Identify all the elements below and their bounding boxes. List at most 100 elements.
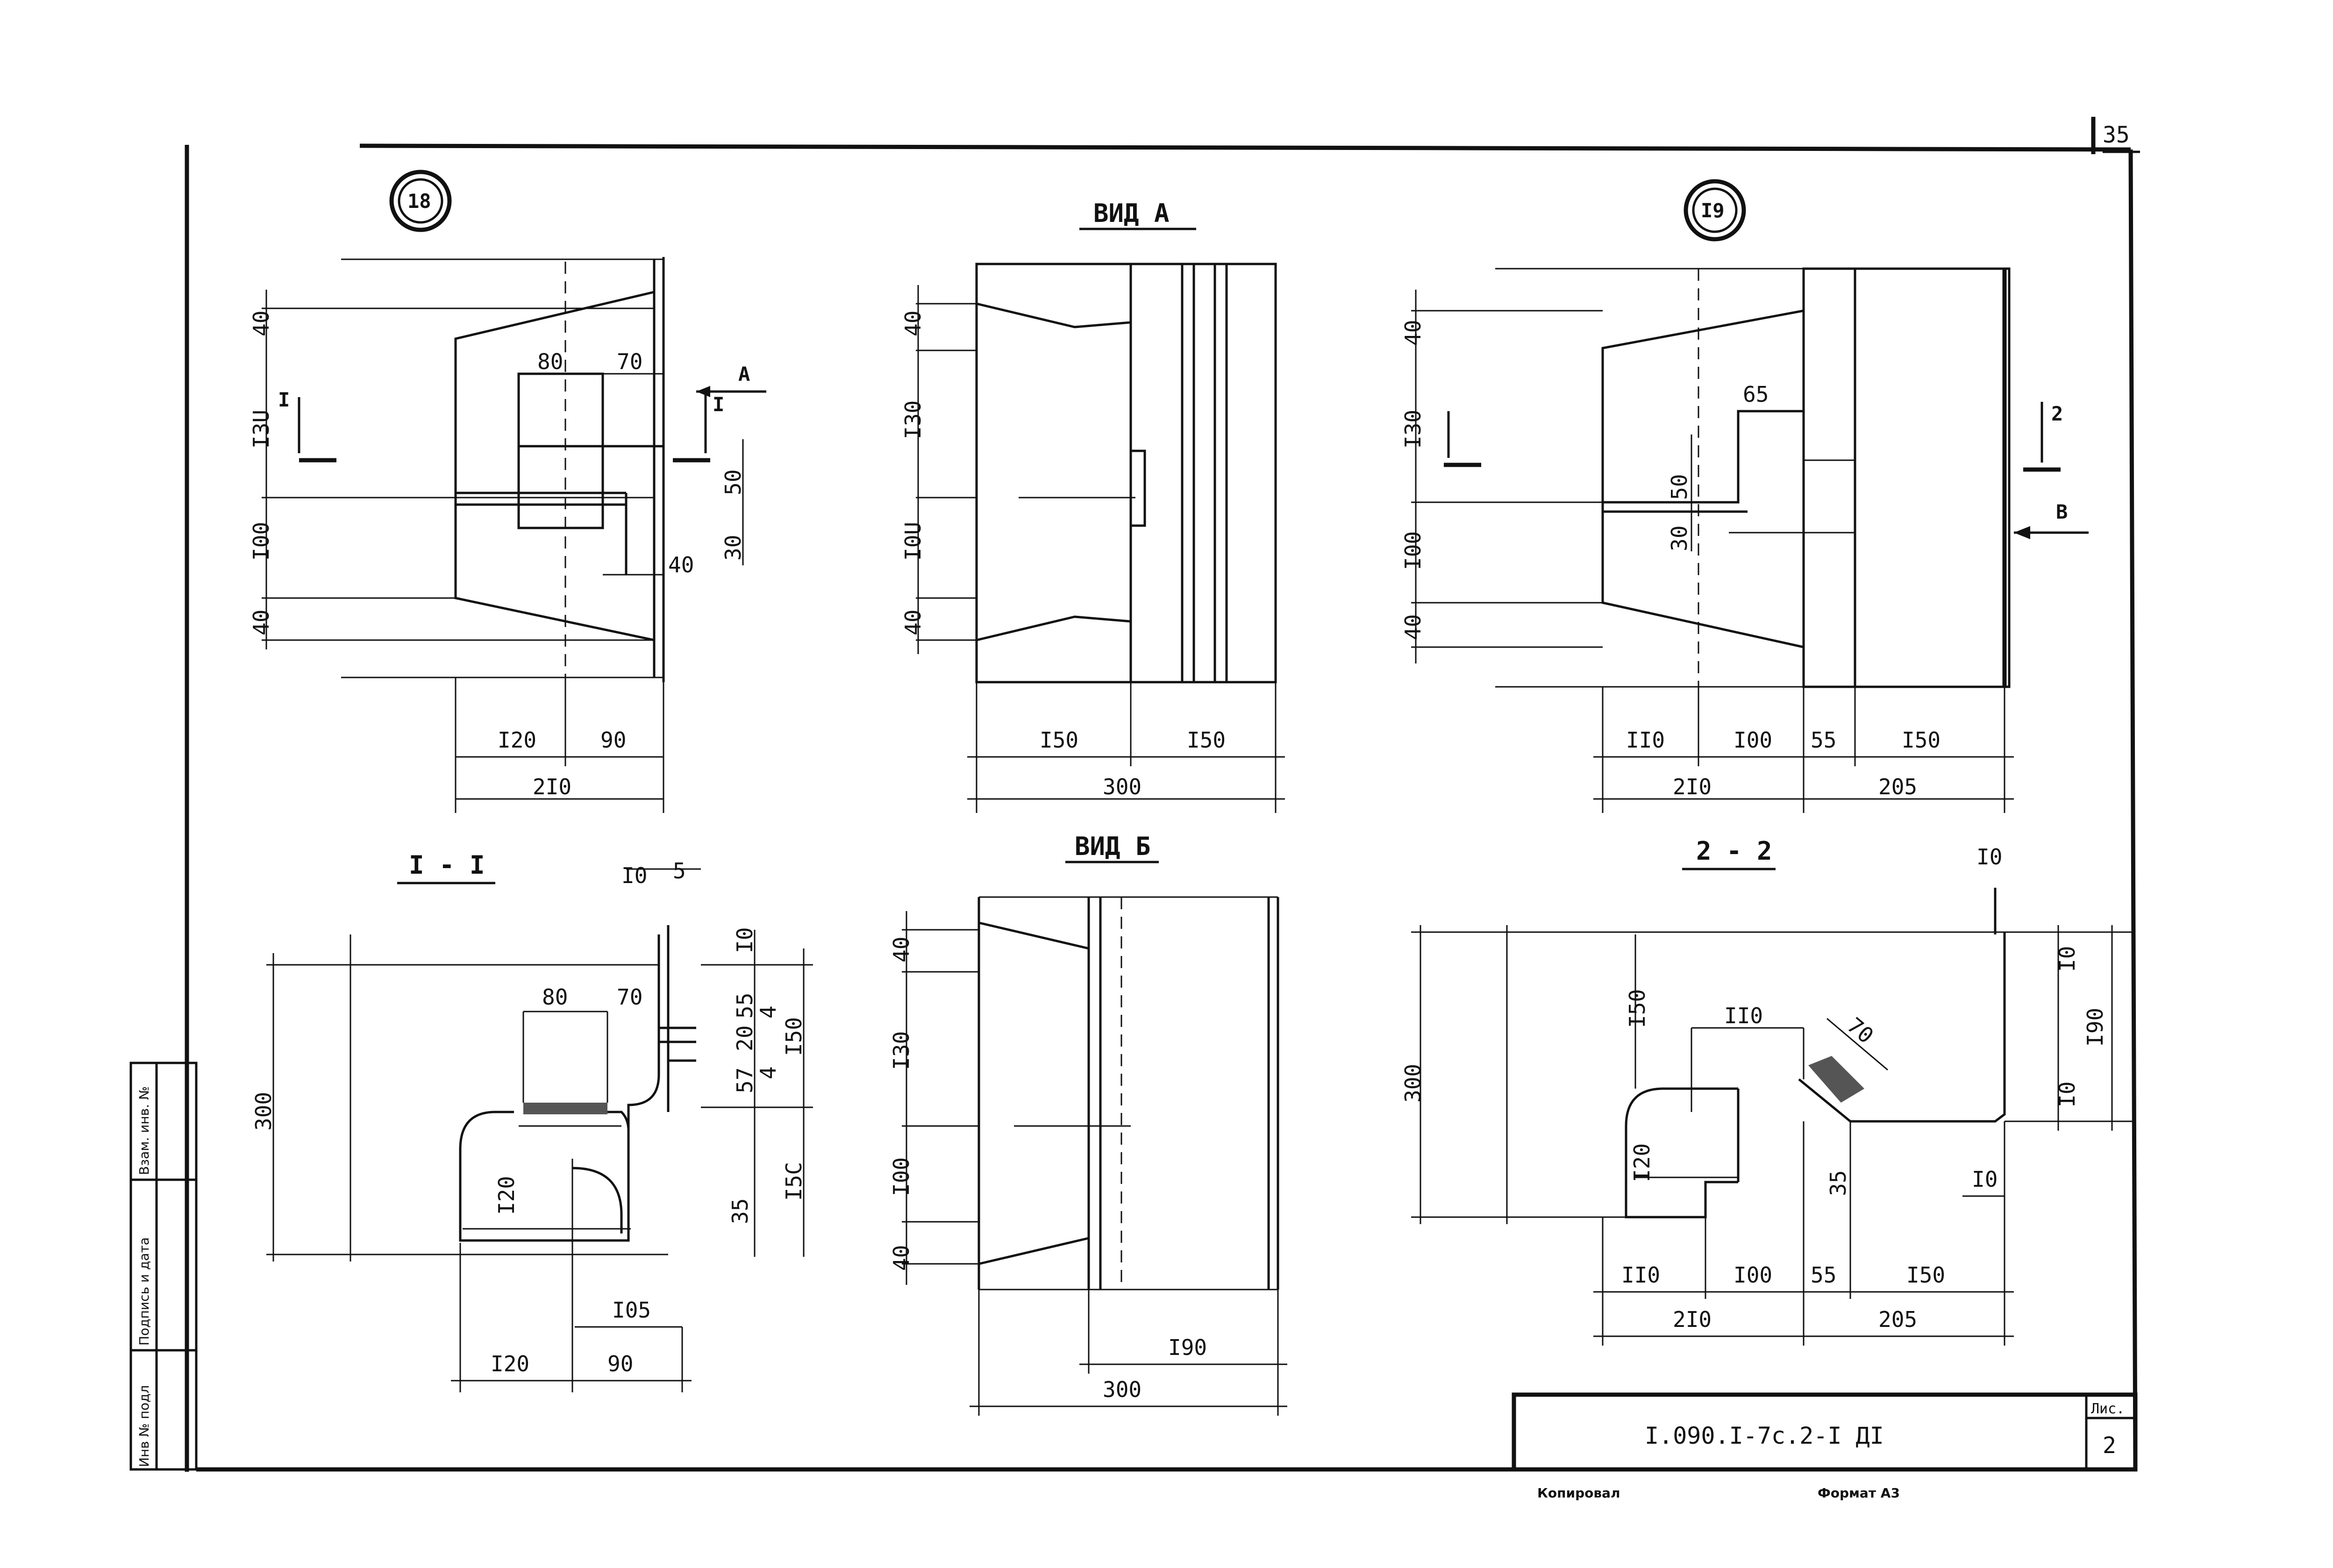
- view-18-dim-210: 2I0: [533, 774, 571, 799]
- sheet-label: Лис.: [2091, 1401, 2125, 1417]
- view-18-cut-label-2: I: [713, 393, 724, 416]
- view-19-dim-40a: 40: [1400, 320, 1426, 346]
- section-1-1-dim-150b: I5C: [781, 1162, 806, 1201]
- view-19-dim-40b: 40: [1400, 614, 1426, 640]
- section-1-1-title: I - I: [409, 850, 485, 880]
- left-stamp-strip: Инв № подл Подпись и дата Взам. инв. №: [129, 1062, 198, 1471]
- format-label: Формат А3: [1818, 1485, 1900, 1501]
- view-19-dim-65: 65: [1743, 382, 1769, 407]
- section-1-1-dim-300: 300: [251, 1092, 276, 1131]
- section-2-2-dim-150: I50: [1625, 989, 1650, 1028]
- view-18-dim-120: I20: [498, 727, 536, 753]
- view-a-dim-150a: I50: [1040, 727, 1078, 753]
- view-18-dim-70: 70: [617, 349, 642, 374]
- view-19-dim-100: I00: [1400, 531, 1426, 570]
- view-18-dim-80: 80: [537, 349, 563, 374]
- view-a-dim-40a: 40: [900, 311, 926, 336]
- section-1-1-dim-57: 57: [732, 1068, 757, 1093]
- section-1-1-dim-70: 70: [617, 984, 642, 1010]
- section-2-2-title: 2 - 2: [1696, 836, 1772, 866]
- section-1-1-dim-4b: 4: [756, 1066, 781, 1079]
- page-number: 35: [2103, 122, 2130, 148]
- section-2-2-dim-110: II0: [1621, 1262, 1660, 1288]
- view-19-arrow-label: В: [2056, 500, 2068, 523]
- section-2-2-dim-10: I0: [1976, 844, 2002, 870]
- view-18-dim-40b: 40: [249, 610, 274, 635]
- view-b-title: ВИД Б: [1075, 832, 1151, 861]
- section-2-2-dim-10b: I0: [2055, 946, 2080, 972]
- view-b: ВИД Б 40 I30 I00 40 I90 300: [889, 832, 1287, 1416]
- section-2-2: 2 - 2 II0 70 I50 I20 35 300 I0 I0 I90 I0…: [1400, 836, 2135, 1346]
- view-18-dim-40c: 40: [668, 552, 694, 577]
- section-2-2-dim-150b: I50: [1906, 1262, 1945, 1288]
- view-a-dim-40b: 40: [900, 610, 926, 635]
- view-19-marker: I9: [1701, 199, 1725, 222]
- stamp-cell-sign: Подпись и дата: [136, 1237, 152, 1346]
- view-18-cut-label: I: [278, 388, 290, 411]
- view-18-dim-100: I00: [249, 522, 274, 561]
- view-a-dim-100: I0U: [900, 522, 926, 561]
- view-a: ВИД А 40 I30 I0U 40 I50 I50 300: [900, 199, 1285, 813]
- view-b-dim-130: I30: [889, 1031, 914, 1070]
- section-2-2-dim-110t: II0: [1724, 1003, 1763, 1028]
- sheet-frame: 35: [185, 117, 2140, 1472]
- stamp-cell-inv: Инв № подл: [136, 1385, 152, 1467]
- view-19-dim-150: I50: [1902, 727, 1941, 753]
- section-1-1-dim-4: 4: [756, 1005, 781, 1019]
- view-19-dim-205: 205: [1878, 774, 1917, 799]
- section-2-2-dim-55: 55: [1811, 1262, 1836, 1288]
- designation: I.090.I-7c.2-I ДI: [1645, 1422, 1884, 1449]
- stamp-cell-replace: Взам. инв. №: [136, 1086, 152, 1175]
- copied-label: Копировал: [1537, 1485, 1620, 1501]
- view-b-dim-300: 300: [1103, 1377, 1142, 1402]
- section-2-2-dim-70: 70: [1842, 1012, 1878, 1048]
- view-18-dim-40a: 40: [249, 311, 274, 336]
- view-19-dim-110: II0: [1626, 727, 1665, 753]
- section-1-1-dim-120v: I20: [494, 1176, 519, 1215]
- view-b-dim-100: I00: [889, 1157, 914, 1196]
- view-18-marker: 18: [407, 190, 431, 213]
- section-2-2-dim-210: 2I0: [1673, 1307, 1712, 1332]
- section-2-2-dim-35: 35: [1826, 1170, 1851, 1196]
- section-1-1-dim-20: 20: [732, 1026, 757, 1051]
- view-b-dim-190: I90: [1168, 1335, 1207, 1360]
- view-19-dim-210: 2I0: [1673, 774, 1712, 799]
- sheet-number: 2: [2103, 1433, 2116, 1459]
- section-2-2-dim-10d: I0: [1972, 1167, 1998, 1192]
- section-1-1-dim-120: I20: [491, 1351, 529, 1376]
- view-b-dim-40a: 40: [889, 937, 914, 962]
- view-a-dim-300: 300: [1103, 774, 1142, 799]
- section-2-2-dim-120: I20: [1629, 1143, 1655, 1182]
- section-1-1-dim-10: I0: [621, 863, 647, 888]
- view-18-dim-130: I3U: [249, 410, 274, 449]
- section-1-1-dim-80: 80: [542, 984, 568, 1010]
- section-1-1: I - I 300 80 70 I20 35 I05 I0 5 I0: [251, 850, 813, 1392]
- section-2-2-dim-190: I90: [2083, 1008, 2108, 1047]
- view-19-dim-55: 55: [1811, 727, 1836, 753]
- view-18-dim-50: 50: [721, 470, 746, 495]
- section-2-2-dim-10c: I0: [2055, 1082, 2080, 1107]
- section-1-1-dim-105: I05: [612, 1297, 651, 1323]
- view-19-dim-50: 50: [1667, 474, 1692, 500]
- section-1-1-dim-90: 90: [607, 1351, 633, 1376]
- title-block: I.090.I-7c.2-I ДI Лис. 2 Копировал Форма…: [1512, 1392, 2138, 1501]
- view-18: 18 40 I3U I00 40 80 70 50 30: [249, 170, 766, 813]
- view-18-arrow-label: А: [738, 363, 750, 385]
- view-a-title: ВИД А: [1093, 199, 1170, 228]
- view-19-dim-30: 30: [1667, 526, 1692, 551]
- view-a-dim-150b: I50: [1187, 727, 1226, 753]
- section-1-1-dim-5: 5: [673, 858, 686, 884]
- section-1-1-dim-10b: I0: [732, 927, 757, 953]
- view-19-cut-label: 2: [2051, 402, 2063, 425]
- view-19: I9 40 I30 I00 40 65 50 30 II0 I00 5: [1400, 179, 2089, 813]
- view-18-dim-90: 90: [600, 727, 626, 753]
- section-1-1-dim-35: 35: [728, 1198, 753, 1224]
- view-b-dim-40b: 40: [889, 1245, 914, 1271]
- view-18-dim-30: 30: [721, 535, 746, 561]
- section-1-1-dim-55: 55: [732, 993, 757, 1019]
- section-2-2-dim-300: 300: [1400, 1064, 1426, 1103]
- section-1-1-dim-150: I50: [781, 1017, 806, 1056]
- view-19-dim-100b: I00: [1734, 727, 1772, 753]
- section-2-2-dim-100: I00: [1734, 1262, 1772, 1288]
